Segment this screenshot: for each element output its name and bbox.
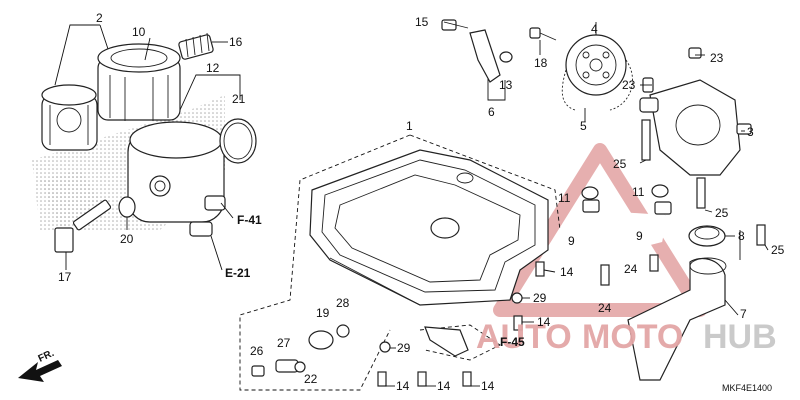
watermark-text: AUTO MOTO HUB [476,318,777,356]
callout-23-top: 23 [710,51,724,65]
callout-25-left: 25 [613,157,627,171]
callout-3: 3 [747,125,754,139]
guide-collar [499,51,513,63]
watermark-part-b: MOTO [582,318,683,356]
sprocket-bolt [529,27,541,39]
ref-f41: F-41 [237,213,262,227]
callout-11-left: 11 [558,191,571,205]
reference-labels: F-41 E-21 F-45 [225,213,525,349]
pump-bolt-short [696,177,706,209]
callout-9-right: 9 [636,229,643,243]
oil-pipe [582,199,672,259]
callout-21: 21 [232,92,246,106]
callout-24-right: 24 [624,262,638,276]
callout-29-right: 29 [533,291,547,305]
drive-chain [561,59,633,111]
callout-14-b: 14 [437,379,451,393]
chain-guide [469,29,501,83]
guide-bolt [441,19,457,31]
callout-15: 15 [415,15,429,29]
callout-labels: 2 10 16 12 21 20 17 1 15 13 6 18 4 5 23 … [58,11,785,393]
callout-18: 18 [534,56,548,70]
callout-27: 27 [277,336,291,350]
callout-14-bracket: 14 [537,315,551,329]
callout-19: 19 [316,306,330,320]
callout-7: 7 [740,307,747,321]
pump-bolt-side [756,224,766,246]
pan-bracket [424,326,469,357]
front-direction-arrow [18,360,62,382]
callout-28: 28 [336,296,350,310]
callout-22: 22 [304,372,318,386]
ref-e21: E-21 [225,266,251,280]
pump-seal-inner [694,226,720,240]
inspection-window [308,330,334,350]
oil-pan [309,149,549,306]
leader-lines [144,21,769,387]
callout-1: 1 [406,119,413,133]
callout-12: 12 [206,61,220,75]
callout-6: 6 [488,105,495,119]
oil-strainer [627,257,727,381]
oil-cooler [127,121,226,237]
drain-bolt [251,365,265,377]
threaded-pipe [178,32,228,60]
callout-29-left: 29 [397,341,411,355]
oil-filter [97,43,181,121]
pipe-o-ring-left [581,186,599,200]
ref-f45: F-45 [500,335,525,349]
pan-bolts [377,261,545,387]
diagram-code: MKF4E1400 [722,383,772,393]
watermark-part-a: AUTO [476,318,572,356]
pipe-o-ring-right [651,184,669,198]
callout-14-pan: 14 [560,265,574,279]
callout-9-left: 9 [568,234,575,248]
pump-bolt-long [641,119,651,161]
watermark-part-c: HUB [703,318,777,356]
sealing-washer [118,196,136,218]
callout-25-right: 25 [771,243,785,257]
callout-10: 10 [132,25,146,39]
callout-25-mid: 25 [715,206,729,220]
guide-bolt-shank [455,24,469,29]
cooler-bolt [54,199,112,253]
callout-26: 26 [250,344,264,358]
oil-pump [639,47,752,176]
callout-4: 4 [591,22,598,36]
callout-24-left: 24 [598,301,612,315]
callout-13: 13 [499,78,513,92]
callout-5: 5 [580,119,587,133]
callout-8: 8 [738,229,745,243]
callout-11-right: 11 [632,185,645,199]
sprocket-bolt-shank [539,32,557,41]
callout-23-mid: 23 [622,78,636,92]
direction-label: FR. [37,348,56,365]
o-ring [219,118,257,164]
sealing-ring [336,324,350,338]
pump-seal [688,225,726,247]
pipe-bolt-a [600,264,610,286]
callout-17: 17 [58,270,72,284]
pipe-bolt-b [649,254,659,272]
callout-14-a: 14 [396,379,410,393]
callout-16: 16 [229,35,243,49]
callout-20: 20 [120,232,134,246]
pump-sprocket [565,34,627,96]
callout-2: 2 [96,11,103,25]
filter-cap [41,84,98,151]
drain-washer [294,361,306,373]
o-ring-inner [223,122,253,160]
callout-14-c: 14 [481,379,495,393]
